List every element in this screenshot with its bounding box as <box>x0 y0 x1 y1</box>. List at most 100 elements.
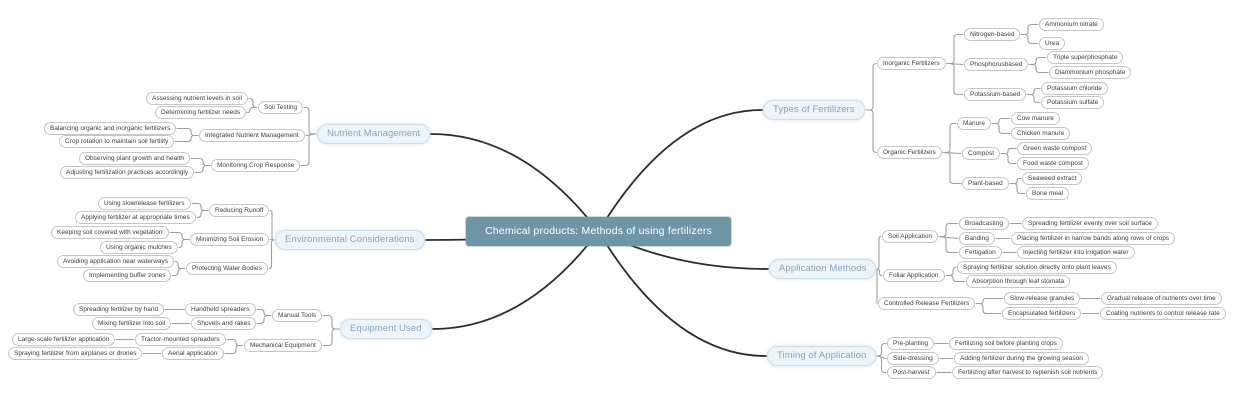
subtopic-compost[interactable]: Compost <box>962 146 1001 160</box>
subtopic-slow-release-granules[interactable]: Slow-release granules <box>1004 291 1081 305</box>
subtopic-absorption-through-leaf-stomata[interactable]: Absorption through leaf stomata <box>966 274 1071 288</box>
subtopic-urea[interactable]: Urea <box>1039 36 1066 50</box>
subtopic-coating-nutrients-to-control-release-rate[interactable]: Coating nutrients to control release rat… <box>1100 306 1226 320</box>
connector <box>1009 177 1022 185</box>
subtopic-keeping-soil-covered-with-vegetation[interactable]: Keeping soil covered with vegetation <box>51 225 169 239</box>
subtopic-potassium-chloride[interactable]: Potassium chloride <box>1041 81 1108 95</box>
subtopic-determining-fertilizer-needs[interactable]: Determining fertilizer needs <box>155 105 247 119</box>
subtopic-plant-based[interactable]: Plant-based <box>962 176 1009 190</box>
branch-nutrient-management[interactable]: Nutrient Management <box>317 124 431 144</box>
connector <box>1026 93 1041 104</box>
connector <box>1000 147 1017 155</box>
subtopic-nitrogen-based[interactable]: Nitrogen-based <box>964 27 1021 41</box>
subtopic-aerial-application[interactable]: Aerial application <box>162 346 224 360</box>
subtopic-monitoring-crop-response[interactable]: Monitoring Crop Response <box>211 158 301 172</box>
connector <box>194 164 211 174</box>
subtopic-encapsulated-fertilizers[interactable]: Encapsulated fertilizers <box>1002 306 1082 320</box>
subtopic-seaweed-extract[interactable]: Seaweed extract <box>1022 171 1083 185</box>
subtopic-balancing-organic-and-inorganic-fertilizers[interactable]: Balancing organic and inorganic fertiliz… <box>44 121 177 135</box>
subtopic-shovels-and-rakes[interactable]: Shovels and rakes <box>191 316 257 330</box>
subtopic-crop-rotation-to-maintain-soil-fertility[interactable]: Crop rotation to maintain soil fertility <box>59 134 175 148</box>
subtopic-large-scale-fertilizer-application[interactable]: Large-scale fertilizer application <box>12 332 116 346</box>
subtopic-avoiding-application-near-waterways[interactable]: Avoiding application near waterways <box>57 254 175 268</box>
connector <box>1028 63 1049 74</box>
connector <box>191 202 209 212</box>
subtopic-using-organic-mulches[interactable]: Using organic mulches <box>100 240 178 254</box>
connector <box>322 314 340 330</box>
subtopic-manure[interactable]: Manure <box>957 116 992 130</box>
subtopic-cow-manure[interactable]: Cow manure <box>1011 111 1060 125</box>
subtopic-chicken-manure[interactable]: Chicken manure <box>1011 126 1071 140</box>
connector <box>946 33 964 65</box>
connector <box>876 235 882 270</box>
subtopic-triple-superphosphate[interactable]: Triple superphosphate <box>1047 50 1124 64</box>
subtopic-soil-testing[interactable]: Soil Testing <box>258 100 304 114</box>
subtopic-mixing-fertilizer-into-soil[interactable]: Mixing fertilizer into soil <box>92 316 172 330</box>
subtopic-soil-application[interactable]: Soil Application <box>882 229 939 243</box>
subtopic-organic-fertilizers[interactable]: Organic Fertilizers <box>877 145 942 159</box>
connector <box>430 133 600 233</box>
subtopic-reducing-runoff[interactable]: Reducing Runoff <box>209 203 270 217</box>
subtopic-implementing-buffer-zones[interactable]: Implementing buffer zones <box>83 268 172 282</box>
subtopic-post-harvest[interactable]: Post-harvest <box>887 365 936 379</box>
subtopic-bone-meal[interactable]: Bone meal <box>1026 186 1070 200</box>
subtopic-banding[interactable]: Banding <box>959 231 995 245</box>
connector <box>176 127 199 137</box>
subtopic-placing-fertilizer-in-narrow-bands-along-rows-of-crops[interactable]: Placing fertilizer in narrow bands along… <box>1011 231 1176 245</box>
subtopic-integrated-nutrient-management[interactable]: Integrated Nutrient Management <box>199 128 305 142</box>
connector <box>938 222 959 238</box>
connector <box>945 274 966 283</box>
subtopic-injecting-fertilizer-into-irrigation-water[interactable]: Injecting fertilizer into irrigation wat… <box>1017 245 1135 259</box>
subtopic-potassium-based[interactable]: Potassium-based <box>964 87 1027 101</box>
subtopic-protecting-water-bodies[interactable]: Protecting Water Bodies <box>186 261 268 275</box>
connector <box>975 302 1002 315</box>
subtopic-spraying-fertilizer-solution-directly-onto-plant-leaves[interactable]: Spraying fertilizer solution directly on… <box>957 260 1117 274</box>
subtopic-mechanical-equipment[interactable]: Mechanical Equipment <box>244 338 322 352</box>
connector <box>1009 182 1026 195</box>
connector <box>876 342 887 357</box>
subtopic-tractor-mounted-spreaders[interactable]: Tractor-mounted spreaders <box>135 332 226 346</box>
subtopic-green-waste-compost[interactable]: Green waste compost <box>1017 141 1093 155</box>
connector <box>190 157 211 167</box>
subtopic-fertilizing-soil-before-planting-crops[interactable]: Fertilizing soil before planting crops <box>949 336 1063 350</box>
subtopic-potassium-sulfate[interactable]: Potassium sulfate <box>1041 95 1105 109</box>
subtopic-ammonium-nitrate[interactable]: Ammonium nitrate <box>1039 17 1104 31</box>
connector <box>1028 56 1047 66</box>
subtopic-broadcasting[interactable]: Broadcasting <box>959 216 1009 230</box>
subtopic-adjusting-fertilization-practices-accordingly[interactable]: Adjusting fertilization practices accord… <box>60 165 195 179</box>
subtopic-observing-plant-growth-and-health[interactable]: Observing plant growth and health <box>79 151 191 165</box>
subtopic-assessing-nutrient-levels-in-soil[interactable]: Assessing nutrient levels in soil <box>146 91 248 105</box>
subtopic-adding-fertilizer-during-the-growing-season[interactable]: Adding fertilizer during the growing sea… <box>954 351 1089 365</box>
branch-timing-of-application[interactable]: Timing of Application <box>767 346 877 366</box>
subtopic-manual-tools[interactable]: Manual Tools <box>272 308 323 322</box>
subtopic-controlled-release-fertilizers[interactable]: Controlled Release Fertilizers <box>878 296 976 310</box>
subtopic-spreading-fertilizer-evenly-over-soil-surface[interactable]: Spreading fertilizer evenly over soil su… <box>1022 216 1158 230</box>
branch-equipment-used[interactable]: Equipment Used <box>340 319 432 339</box>
subtopic-gradual-release-of-nutrients-over-time[interactable]: Gradual release of nutrients over time <box>1101 291 1222 305</box>
subtopic-minimizing-soil-erosion[interactable]: Minimizing Soil Erosion <box>190 232 270 246</box>
connector <box>876 268 883 277</box>
central-topic[interactable]: Chemical products: Methods of using fert… <box>466 217 731 246</box>
subtopic-pre-planting[interactable]: Pre-planting <box>887 336 935 350</box>
subtopic-food-waste-compost[interactable]: Food waste compost <box>1017 156 1089 170</box>
branch-application-methods[interactable]: Application Methods <box>769 259 877 279</box>
subtopic-fertilizing-after-harvest-to-replenish-soil-nutrients[interactable]: Fertilizing after harvest to replenish s… <box>952 365 1104 379</box>
subtopic-spraying-fertilizer-from-airplanes-or-drones[interactable]: Spraying fertilizer from airplanes or dr… <box>8 346 143 360</box>
connector <box>865 62 877 111</box>
subtopic-phosphorusbased[interactable]: Phosphorusbased <box>964 57 1029 71</box>
connector <box>945 266 957 277</box>
connector <box>174 260 186 270</box>
subtopic-spreading-fertilizer-by-hand[interactable]: Spreading fertilizer by hand <box>73 302 165 316</box>
connector <box>942 151 962 185</box>
subtopic-using-slowrelease-fertilizers[interactable]: Using slowrelease fertilizers <box>98 196 191 210</box>
subtopic-handheld-spreaders[interactable]: Handheld spreaders <box>185 302 256 316</box>
subtopic-diammonium-phosphate[interactable]: Diammonium phosphate <box>1049 65 1132 79</box>
branch-types-of-fertilizers[interactable]: Types of Fertilizers <box>763 100 865 120</box>
subtopic-side-dressing[interactable]: Side-dressing <box>887 351 939 365</box>
connector <box>303 106 317 135</box>
branch-environmental-considerations[interactable]: Environmental Considerations <box>275 230 425 250</box>
subtopic-foliar-application[interactable]: Foliar Application <box>883 268 945 282</box>
subtopic-inorganic-fertilizers[interactable]: Inorganic Fertilizers <box>877 56 946 70</box>
subtopic-fertigation[interactable]: Fertigation <box>959 245 1002 259</box>
subtopic-applying-fertilizer-at-appropriate-times[interactable]: Applying fertilizer at appropriate times <box>75 210 196 224</box>
